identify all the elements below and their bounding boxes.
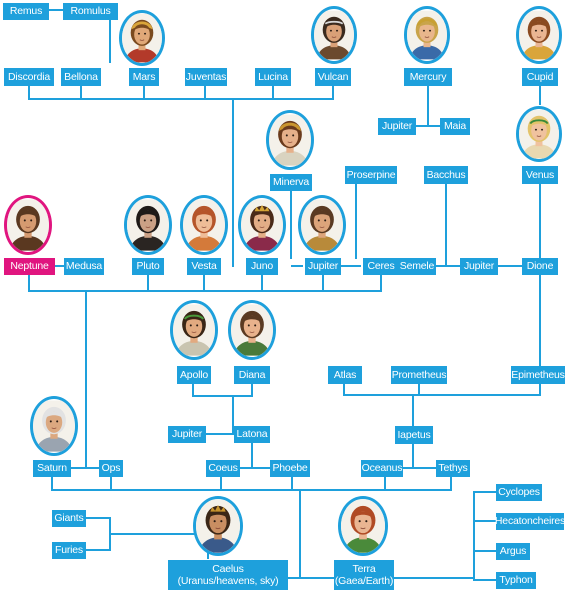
node-romulus[interactable]: Romulus	[63, 3, 118, 20]
caelus-alias: (Uranus/heavens, sky)	[177, 575, 279, 587]
caelus-name: Caelus	[212, 562, 244, 575]
apollo-portrait	[170, 300, 218, 360]
node-cupid[interactable]: Cupid	[522, 68, 558, 86]
node-hecatoncheires[interactable]: Hecatoncheires	[495, 513, 565, 530]
node-cyclopes[interactable]: Cyclopes	[496, 484, 542, 501]
god-face-icon	[127, 199, 169, 251]
node-dione[interactable]: Dione	[522, 258, 558, 275]
node-ceres[interactable]: Ceres	[363, 258, 399, 275]
neptune-portrait	[4, 195, 52, 255]
node-oceanus[interactable]: Oceanus	[361, 460, 403, 477]
node-jupiter-main[interactable]: Jupiter	[305, 258, 341, 275]
node-neptune[interactable]: Neptune	[4, 258, 55, 275]
node-discordia[interactable]: Discordia	[4, 68, 54, 86]
node-epimetheus[interactable]: Epimetheus	[511, 366, 565, 384]
mercury-portrait	[404, 6, 450, 64]
god-face-icon	[301, 199, 343, 251]
node-furies[interactable]: Furies	[52, 542, 86, 559]
node-apollo[interactable]: Apollo	[177, 366, 211, 384]
node-iapetus[interactable]: Iapetus	[395, 426, 433, 444]
node-argus[interactable]: Argus	[496, 543, 530, 560]
god-face-icon	[122, 13, 162, 63]
venus-portrait	[516, 106, 562, 162]
god-face-icon	[173, 304, 215, 356]
juno-portrait	[238, 195, 286, 255]
node-lucina[interactable]: Lucina	[255, 68, 291, 86]
node-juno[interactable]: Juno	[246, 258, 278, 275]
goddess-face-icon	[269, 114, 311, 166]
pluto-portrait	[124, 195, 172, 255]
node-ops[interactable]: Ops	[99, 460, 123, 477]
node-bellona[interactable]: Bellona	[61, 68, 101, 86]
node-atlas[interactable]: Atlas	[328, 366, 362, 384]
goddess-face-icon	[241, 199, 283, 251]
node-giants[interactable]: Giants	[52, 510, 86, 527]
node-mercury[interactable]: Mercury	[404, 68, 452, 86]
terra-name: Terra	[352, 562, 376, 575]
terra-alias: (Gaea/Earth)	[334, 575, 394, 587]
node-remus[interactable]: Remus	[3, 3, 49, 20]
cupid-portrait	[516, 6, 562, 64]
diana-portrait	[228, 300, 276, 360]
minerva-portrait	[266, 110, 314, 170]
node-coeus[interactable]: Coeus	[206, 460, 240, 477]
saturn-portrait	[30, 396, 78, 456]
goddess-face-icon	[231, 304, 273, 356]
node-jupiter-maia[interactable]: Jupiter	[378, 118, 416, 135]
node-terra[interactable]: Terra (Gaea/Earth)	[334, 560, 394, 590]
god-face-icon	[196, 499, 240, 553]
node-semele[interactable]: Semele	[398, 258, 436, 275]
jupiter-portrait	[298, 195, 346, 255]
node-tethys[interactable]: Tethys	[436, 460, 470, 477]
mars-portrait	[119, 10, 165, 66]
node-medusa[interactable]: Medusa	[64, 258, 104, 275]
vulcan-portrait	[311, 6, 357, 64]
terra-portrait	[338, 496, 388, 556]
caelus-portrait	[193, 496, 243, 556]
god-face-icon	[7, 199, 49, 251]
node-jupiter-semele[interactable]: Jupiter	[460, 258, 498, 275]
node-juventas[interactable]: Juventas	[185, 68, 227, 86]
goddess-face-icon	[183, 199, 225, 251]
god-face-icon	[314, 10, 354, 60]
node-jupiter-latona[interactable]: Jupiter	[168, 426, 206, 443]
node-proserpine[interactable]: Proserpine	[345, 166, 397, 184]
god-face-icon	[407, 10, 447, 60]
node-latona[interactable]: Latona	[234, 426, 270, 443]
node-venus[interactable]: Venus	[522, 166, 558, 184]
god-face-icon	[519, 10, 559, 60]
node-prometheus[interactable]: Prometheus	[391, 366, 447, 384]
node-pluto[interactable]: Pluto	[132, 258, 164, 275]
node-typhon[interactable]: Typhon	[496, 572, 536, 589]
node-bacchus[interactable]: Bacchus	[424, 166, 468, 184]
node-mars[interactable]: Mars	[129, 68, 159, 86]
node-maia[interactable]: Maia	[440, 118, 470, 135]
goddess-face-icon	[519, 109, 559, 159]
goddess-face-icon	[341, 499, 385, 553]
node-vulcan[interactable]: Vulcan	[315, 68, 351, 86]
node-caelus[interactable]: Caelus (Uranus/heavens, sky)	[168, 560, 288, 590]
god-face-icon	[33, 400, 75, 452]
node-vesta[interactable]: Vesta	[187, 258, 221, 275]
node-saturn[interactable]: Saturn	[33, 460, 71, 477]
node-phoebe[interactable]: Phoebe	[270, 460, 310, 477]
vesta-portrait	[180, 195, 228, 255]
node-minerva[interactable]: Minerva	[270, 174, 312, 191]
node-diana[interactable]: Diana	[234, 366, 270, 384]
